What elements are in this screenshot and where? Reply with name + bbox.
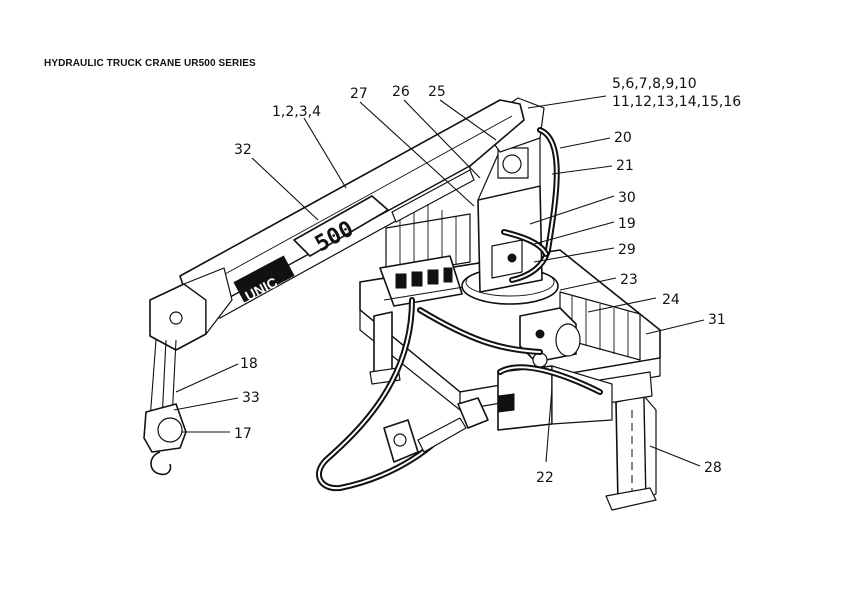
- boom: [149, 99, 525, 351]
- control-valve-bank: [379, 255, 471, 307]
- callout-1-4: 1,2,3,4: [272, 104, 321, 120]
- callout-20: 20: [614, 130, 632, 146]
- callout-29: 29: [618, 242, 636, 258]
- callout-24: 24: [662, 292, 680, 308]
- pto-assembly: [383, 397, 489, 463]
- callout-11-16: 11,12,13,14,15,16: [612, 94, 741, 110]
- callout-17: 17: [234, 426, 252, 442]
- hydraulic-pump: [519, 307, 581, 368]
- callout-30: 30: [618, 190, 636, 206]
- leader-lines: [173, 95, 705, 467]
- callout-21: 21: [616, 158, 634, 174]
- callout-31: 31: [708, 312, 726, 328]
- hoses: [316, 127, 603, 492]
- callout-22: 22: [536, 470, 554, 486]
- callout-25: 25: [428, 84, 446, 100]
- callout-5-10: 5,6,7,8,9,10: [612, 76, 697, 92]
- callout-33: 33: [242, 390, 260, 406]
- callout-28: 28: [704, 460, 722, 476]
- callout-labels: 1,2,3,4 32 27 26 25 5,6,7,8,9,10 11,12,1…: [234, 76, 741, 486]
- callout-27: 27: [350, 86, 368, 102]
- hook-block: [143, 339, 187, 476]
- callout-26: 26: [392, 84, 410, 100]
- callout-18: 18: [240, 356, 258, 372]
- callout-23: 23: [620, 272, 638, 288]
- diagram-title: HYDRAULIC TRUCK CRANE UR500 SERIES: [44, 58, 256, 69]
- callout-19: 19: [618, 216, 636, 232]
- callout-32: 32: [234, 142, 252, 158]
